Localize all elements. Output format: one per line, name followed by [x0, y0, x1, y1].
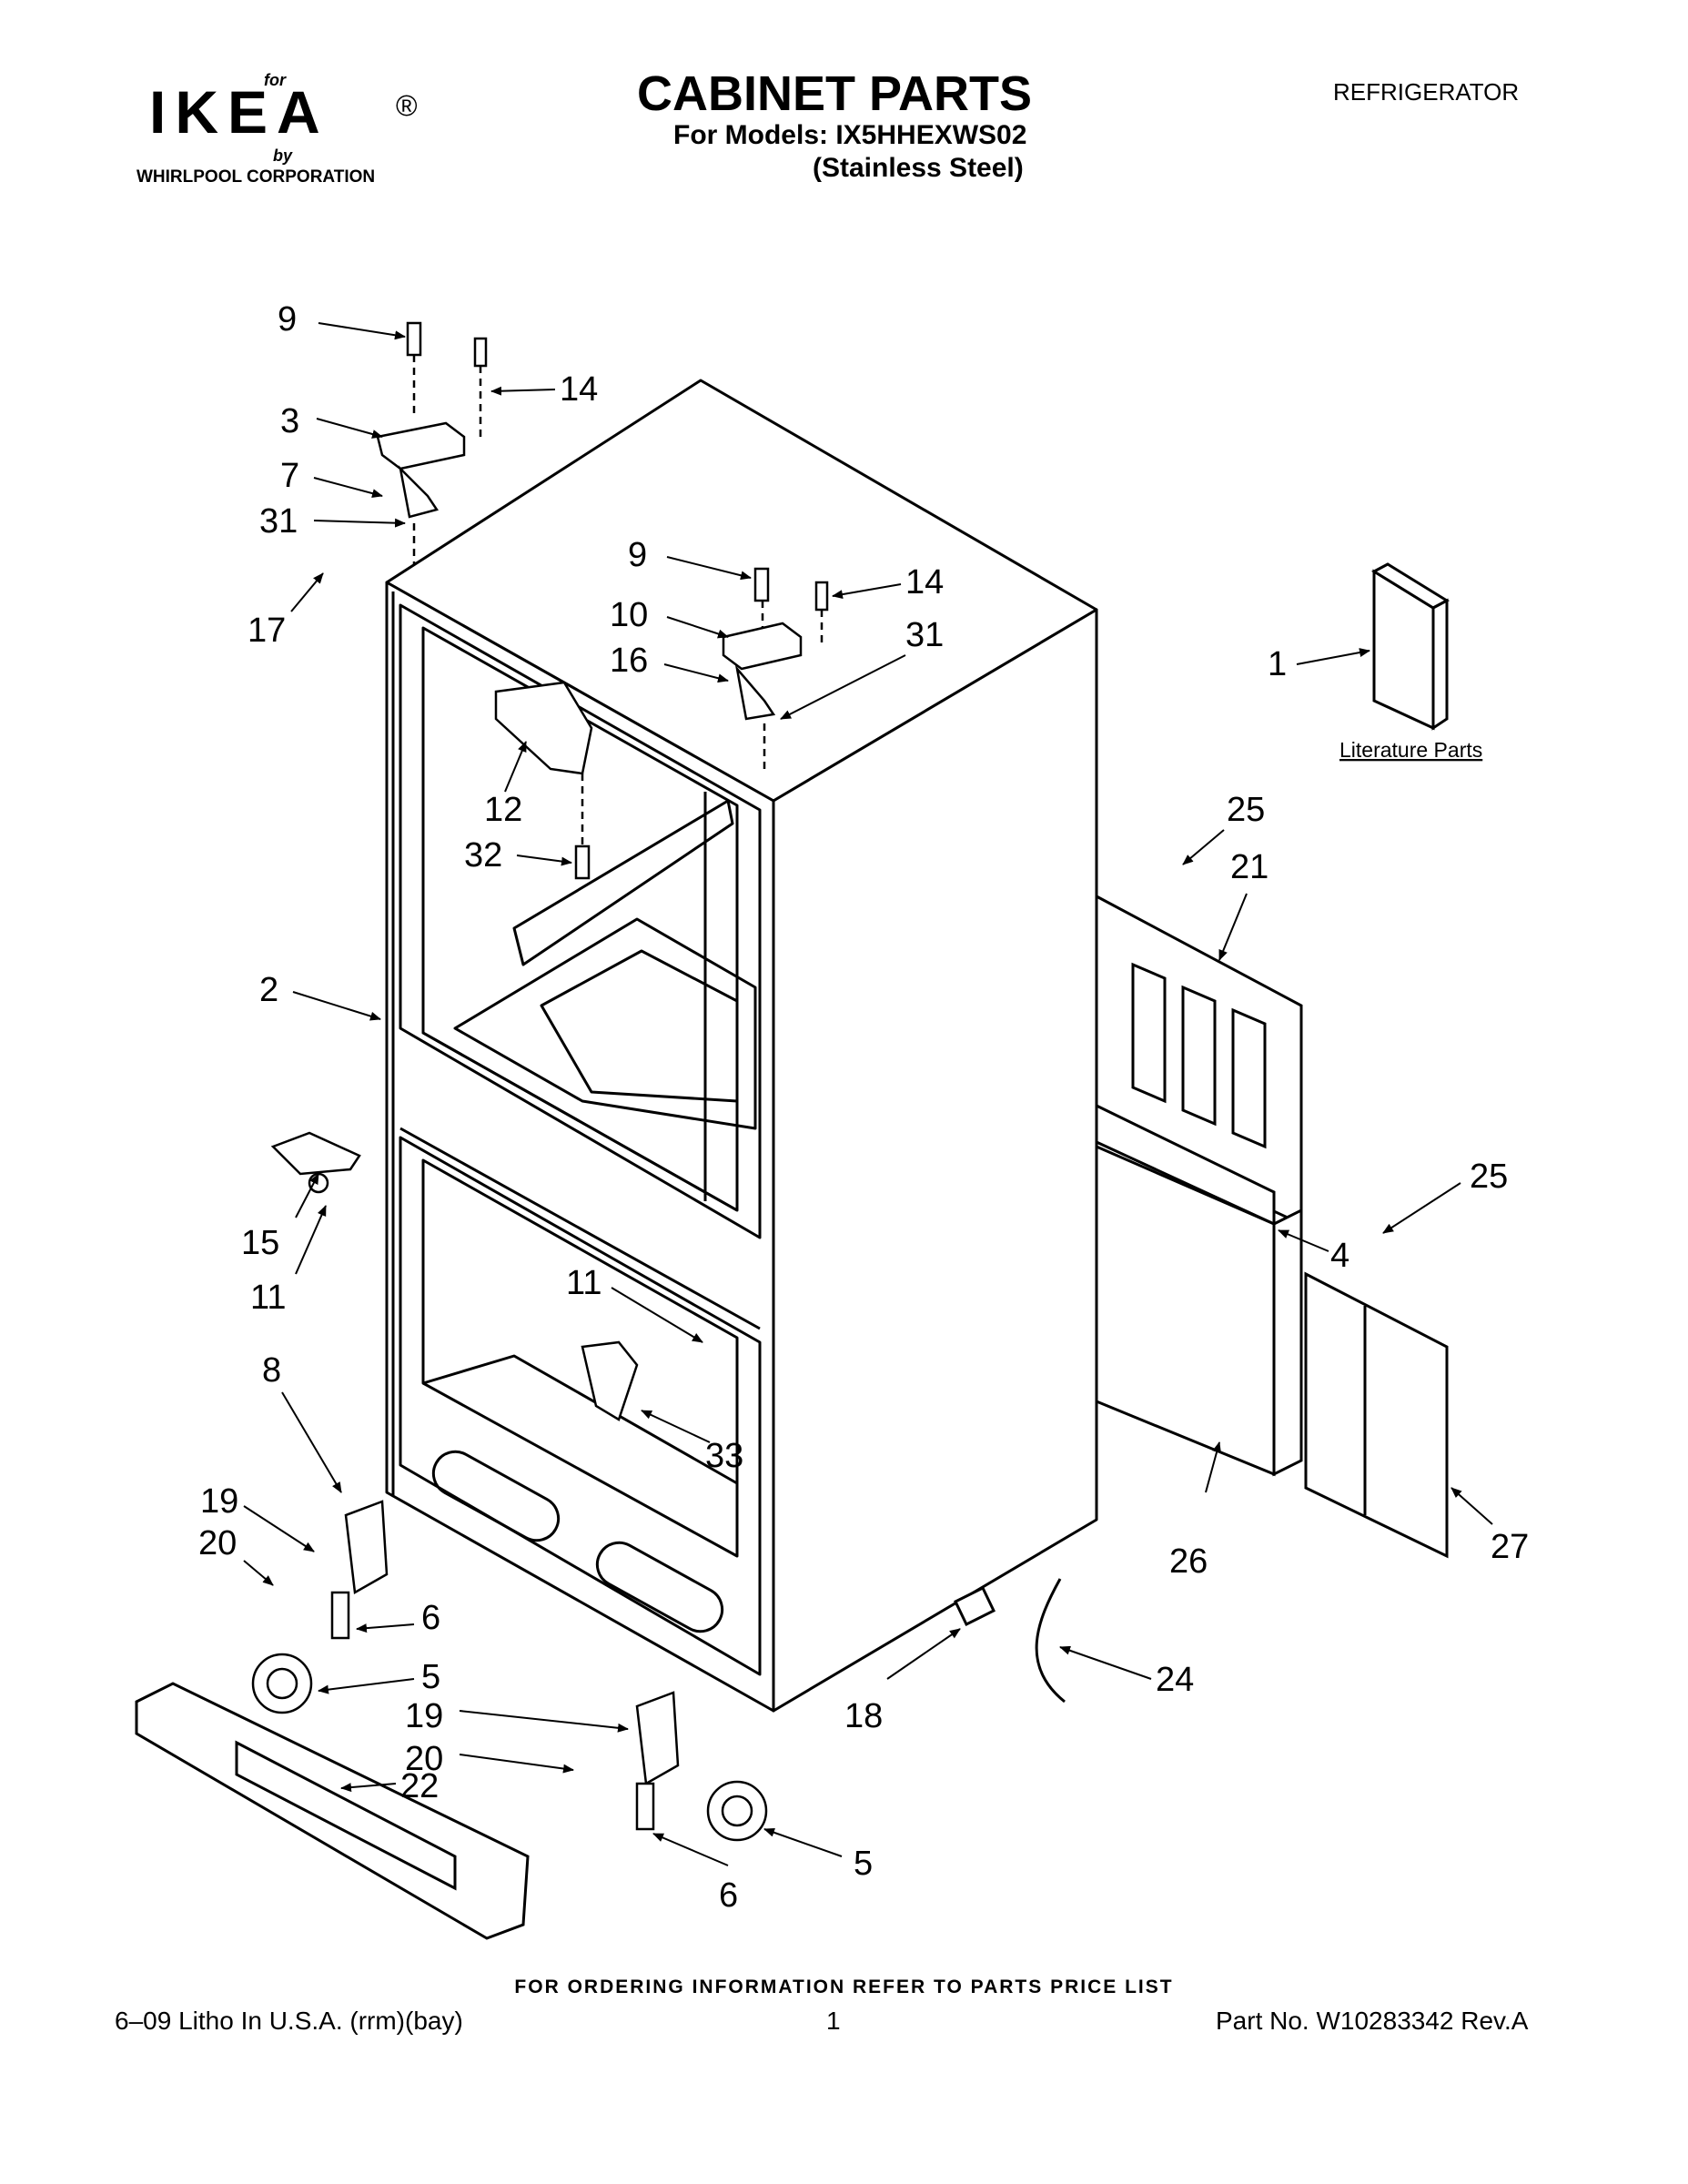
callout-11-center: 11 — [566, 1264, 601, 1302]
callout-4: 4 — [1330, 1237, 1349, 1275]
callout-21: 21 — [1230, 848, 1269, 886]
center-bracket — [494, 681, 593, 880]
logo-for-text: for — [264, 71, 286, 89]
callout-24: 24 — [1156, 1661, 1194, 1699]
leader-lines — [243, 322, 1493, 1866]
logo-corporation-text: WHIRLPOOL CORPORATION — [136, 167, 376, 187]
cabinet-body — [385, 379, 1098, 1713]
callout-9-right: 9 — [628, 536, 647, 574]
ikea-whirlpool-logo: for IKEA ® by WHIRLPOOL CORPORATION — [136, 71, 437, 189]
callout-14-right: 14 — [905, 563, 944, 602]
callout-33: 33 — [705, 1437, 743, 1475]
literature-parts-label: Literature Parts — [1339, 738, 1482, 762]
callout-2: 2 — [259, 971, 278, 1009]
appliance-type: REFRIGERATOR — [1333, 78, 1520, 106]
callout-26: 26 — [1169, 1542, 1208, 1581]
callout-20-left: 20 — [198, 1524, 237, 1562]
front-hinge-left — [270, 1131, 361, 1194]
part-number: Part No. W10283342 Rev.A — [1216, 2007, 1529, 2035]
page-number: 1 — [826, 2007, 841, 2035]
callout-6-left: 6 — [421, 1599, 440, 1637]
front-hinge-right — [581, 1340, 639, 1421]
callout-14-left: 14 — [560, 370, 598, 409]
front-roller-right — [635, 1691, 768, 1842]
callout-10: 10 — [610, 596, 648, 634]
front-roller-left — [251, 1500, 389, 1714]
model-line: For Models: IX5HHEXWS02 — [673, 120, 1027, 150]
callout-25-lower: 25 — [1470, 1158, 1508, 1196]
callout-19-right: 19 — [405, 1697, 443, 1735]
logo-by-text: by — [273, 147, 293, 165]
callout-3: 3 — [280, 402, 299, 440]
callout-7: 7 — [280, 457, 299, 495]
toe-grille — [135, 1682, 530, 1940]
callout-32: 32 — [464, 836, 502, 875]
callout-20-right: 20 — [405, 1740, 443, 1778]
litho-info: 6–09 Litho In U.S.A. (rrm)(bay) — [115, 2007, 463, 2035]
callout-22: 22 — [400, 1767, 439, 1805]
callout-5-right: 5 — [854, 1845, 873, 1883]
literature-booklet — [1370, 562, 1450, 731]
page-title: CABINET PARTS — [637, 66, 1033, 121]
logo-ikea-text: IKEA — [149, 78, 329, 146]
left-top-hinge — [376, 321, 488, 564]
callout-27: 27 — [1491, 1528, 1529, 1566]
callout-25-upper: 25 — [1227, 791, 1265, 829]
callout-31-left: 31 — [259, 502, 298, 541]
callout-18: 18 — [844, 1697, 883, 1735]
logo-registered-mark: ® — [396, 89, 418, 122]
callout-17: 17 — [248, 612, 286, 650]
callout-1: 1 — [1268, 645, 1287, 683]
callout-19-left: 19 — [200, 1482, 238, 1521]
callout-16: 16 — [610, 642, 648, 680]
callout-12: 12 — [484, 791, 522, 829]
callout-6-right: 6 — [719, 1876, 738, 1915]
callout-31-right: 31 — [905, 616, 944, 654]
callout-11-left: 11 — [250, 1279, 286, 1317]
finish-line: (Stainless Steel) — [813, 153, 1024, 183]
access-cover — [1304, 1271, 1449, 1559]
callout-9-left: 9 — [278, 300, 297, 339]
callout-8: 8 — [262, 1351, 281, 1390]
ordering-note: FOR ORDERING INFORMATION REFER TO PARTS … — [514, 1977, 1174, 1997]
callout-5-left: 5 — [421, 1658, 440, 1696]
callout-15: 15 — [241, 1224, 279, 1262]
callout-labels: 9 14 3 7 31 17 9 10 14 16 31 1 12 32 25 … — [198, 300, 1529, 1915]
water-tube-and-clamp — [954, 1578, 1066, 1704]
right-top-hinge — [722, 567, 829, 769]
kick-panel — [1095, 1144, 1303, 1477]
